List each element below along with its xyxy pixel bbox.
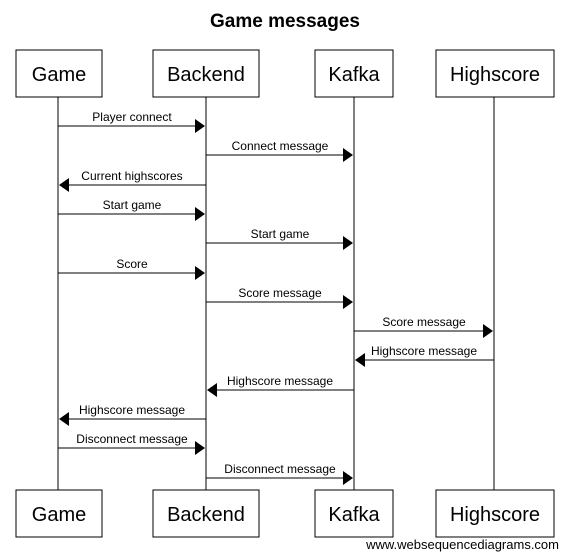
actor-kafka-bottom: Kafka: [314, 489, 394, 538]
message-12: Disconnect message: [58, 432, 205, 455]
actor-label-game: Game: [32, 504, 86, 526]
arrowhead-icon: [355, 353, 365, 367]
actor-label-highscore: Highscore: [450, 504, 540, 526]
message-label: Highscore message: [371, 344, 477, 358]
message-13: Disconnect message: [206, 462, 353, 485]
actor-label-backend: Backend: [167, 504, 245, 526]
actors-top: Game Backend Kafka Highscore: [15, 49, 555, 98]
actor-box-kafka: [314, 49, 394, 98]
message-label: Score message: [382, 315, 466, 329]
credit-text: www.websequencediagrams.com: [365, 537, 559, 552]
arrowhead-icon: [195, 441, 205, 455]
message-label: Connect message: [232, 139, 329, 153]
message-6: Score: [58, 257, 205, 280]
message-label: Highscore message: [227, 374, 333, 388]
message-label: Disconnect message: [76, 432, 188, 446]
message-label: Player connect: [92, 110, 172, 124]
message-label: Current highscores: [81, 169, 182, 183]
message-label: Disconnect message: [224, 462, 336, 476]
actor-highscore-bottom: Highscore: [435, 489, 555, 538]
actor-box-backend: [152, 489, 260, 538]
actor-label-game: Game: [32, 64, 86, 86]
message-label: Score message: [238, 286, 322, 300]
actor-backend-bottom: Backend: [152, 489, 260, 538]
message-label: Highscore message: [79, 403, 185, 417]
actor-box-game: [15, 49, 103, 98]
actor-label-kafka: Kafka: [328, 64, 380, 86]
arrowhead-icon: [207, 383, 217, 397]
message-10: Highscore message: [207, 374, 354, 397]
message-1: Player connect: [58, 110, 205, 133]
arrowhead-icon: [195, 266, 205, 280]
arrowhead-icon: [195, 207, 205, 221]
actor-game-top: Game: [15, 49, 103, 98]
actor-game-bottom: Game: [15, 489, 103, 538]
arrowhead-icon: [343, 148, 353, 162]
actor-box-game: [15, 489, 103, 538]
actor-highscore-top: Highscore: [435, 49, 555, 98]
arrowhead-icon: [483, 324, 493, 338]
diagram-title: Game messages: [210, 11, 360, 32]
arrowhead-icon: [343, 295, 353, 309]
actor-box-highscore: [435, 489, 555, 538]
arrowhead-icon: [59, 412, 69, 426]
actor-label-backend: Backend: [167, 64, 245, 86]
arrowhead-icon: [343, 471, 353, 485]
message-4: Start game: [58, 198, 205, 221]
message-11: Highscore message: [59, 403, 206, 426]
actor-box-kafka: [314, 489, 394, 538]
message-3: Current highscores: [59, 169, 206, 192]
message-label: Start game: [251, 227, 310, 241]
message-9: Highscore message: [355, 344, 494, 367]
actors-bottom: Game Backend Kafka Highscore: [15, 489, 555, 538]
actor-box-highscore: [435, 49, 555, 98]
actor-box-backend: [152, 49, 260, 98]
message-8: Score message: [354, 315, 493, 338]
actor-backend-top: Backend: [152, 49, 260, 98]
lifelines: [57, 97, 495, 490]
message-7: Score message: [206, 286, 353, 309]
actor-label-highscore: Highscore: [450, 64, 540, 86]
message-5: Start game: [206, 227, 353, 250]
message-2: Connect message: [206, 139, 353, 162]
arrowhead-icon: [195, 119, 205, 133]
message-label: Score: [116, 257, 148, 271]
message-label: Start game: [103, 198, 162, 212]
actor-kafka-top: Kafka: [314, 49, 394, 98]
actor-label-kafka: Kafka: [328, 504, 380, 526]
arrowhead-icon: [343, 236, 353, 250]
arrowhead-icon: [59, 178, 69, 192]
